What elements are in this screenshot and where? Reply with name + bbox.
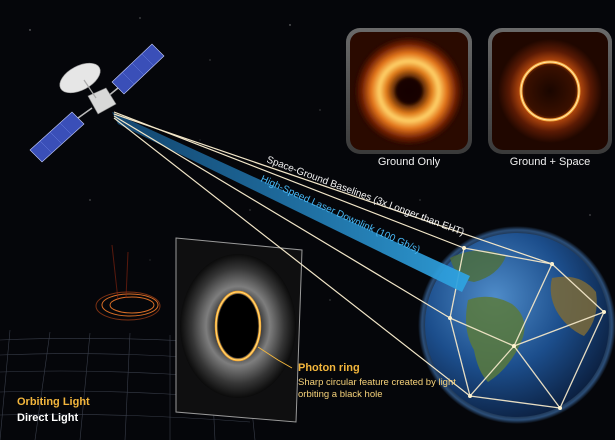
legend-orbiting-light: Orbiting Light bbox=[17, 396, 90, 408]
satellite-dish bbox=[59, 62, 101, 94]
space-ground-baselines bbox=[113, 111, 553, 397]
panel-ground-space bbox=[488, 28, 612, 154]
black-hole-sheet bbox=[175, 237, 303, 423]
laser-downlink-beam bbox=[112, 112, 470, 292]
satellite-bus bbox=[87, 87, 117, 115]
continent-africa bbox=[550, 276, 597, 336]
photon-ring-callout bbox=[257, 346, 293, 369]
satellite bbox=[29, 43, 165, 163]
panel-label-ground-space: Ground + Space bbox=[509, 156, 591, 168]
photon-ring-title: Photon ring bbox=[298, 362, 360, 374]
orbiting-light-streaks bbox=[95, 244, 161, 321]
photon-ring-description: Sharp circular feature created by light … bbox=[298, 377, 456, 400]
continent-south-america bbox=[466, 296, 525, 382]
panel-label-ground-only: Ground Only bbox=[377, 156, 441, 168]
legend-direct-light: Direct Light bbox=[17, 412, 79, 424]
panel-ground-only bbox=[346, 28, 472, 154]
black-hole-shadow bbox=[218, 294, 258, 358]
solar-panel-lower bbox=[29, 111, 85, 163]
